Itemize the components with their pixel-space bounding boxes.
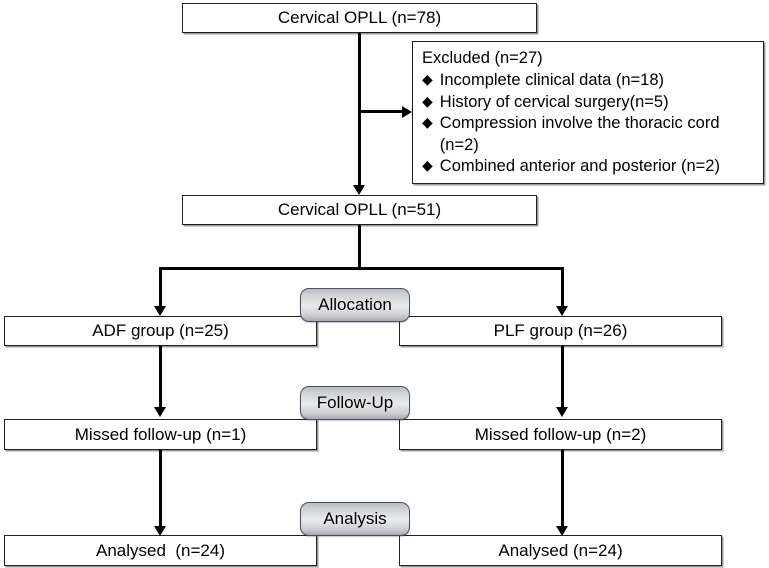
node-adf-missed-followup-label: Missed follow-up (n=1)	[74, 424, 247, 444]
arrow-to-excluded	[402, 106, 412, 118]
excluded-item-label: Combined anterior and posterior (n=2)	[439, 157, 720, 176]
connector-adf-to-missed	[159, 346, 162, 409]
diamond-bullet-icon: ◆	[422, 157, 433, 174]
node-eligible: Cervical OPLL (n=51)	[182, 195, 537, 225]
node-plf-analysed-label: Analysed (n=24)	[498, 540, 623, 560]
connector-to-excluded	[358, 110, 406, 113]
stage-badge-allocation: Allocation	[300, 288, 410, 322]
connector-split-left	[159, 267, 162, 311]
diamond-bullet-icon: ◆	[422, 92, 433, 109]
excluded-item-label: Compression involve the thoracic cord (n…	[439, 114, 720, 154]
connector-split-right	[561, 267, 564, 311]
excluded-item: ◆ History of cervical surgery(n=5)	[422, 92, 755, 113]
excluded-item: ◆ Compression involve the thoracic cord …	[422, 113, 755, 156]
node-adf-group-label: ADF group (n=25)	[92, 321, 229, 341]
stage-badge-allocation-label: Allocation	[318, 295, 392, 314]
node-adf-analysed-label: Analysed (n=24)	[96, 540, 225, 560]
excluded-title: Excluded (n=27)	[422, 49, 543, 67]
diamond-bullet-icon: ◆	[422, 114, 433, 131]
arrow-enrolled-to-eligible	[353, 185, 365, 195]
arrow-plf-to-analysed	[556, 526, 568, 536]
excluded-item: ◆ Incomplete clinical data (n=18)	[422, 70, 755, 91]
stage-badge-analysis-label: Analysis	[323, 509, 387, 528]
node-plf-missed-followup-label: Missed follow-up (n=2)	[474, 424, 647, 444]
diamond-bullet-icon: ◆	[422, 71, 433, 88]
node-enrolled-label: Cervical OPLL (n=78)	[277, 8, 442, 28]
excluded-item: ◆ Combined anterior and posterior (n=2)	[422, 156, 755, 177]
node-adf-analysed: Analysed (n=24)	[4, 535, 317, 566]
excluded-item-label: Incomplete clinical data (n=18)	[439, 71, 665, 90]
node-plf-missed-followup: Missed follow-up (n=2)	[399, 419, 722, 450]
stage-badge-followup-label: Follow-Up	[316, 393, 394, 412]
arrow-split-to-adf	[154, 306, 166, 316]
node-adf-group: ADF group (n=25)	[4, 316, 317, 346]
arrow-adf-to-missed	[154, 407, 166, 417]
node-adf-missed-followup: Missed follow-up (n=1)	[4, 419, 317, 450]
node-plf-analysed: Analysed (n=24)	[399, 535, 722, 566]
arrow-adf-to-analysed	[154, 526, 166, 536]
arrow-split-to-plf	[556, 306, 568, 316]
connector-eligible-trunk	[358, 225, 361, 270]
stage-badge-analysis: Analysis	[300, 502, 410, 536]
node-plf-group: PLF group (n=26)	[399, 316, 722, 346]
node-excluded: Excluded (n=27) ◆ Incomplete clinical da…	[412, 41, 764, 184]
connector-adf-to-analysed	[159, 450, 162, 529]
excluded-item-label: History of cervical surgery(n=5)	[439, 92, 669, 111]
connector-plf-to-analysed	[561, 450, 564, 529]
connector-plf-to-missed	[561, 346, 564, 409]
node-plf-group-label: PLF group (n=26)	[493, 321, 628, 341]
node-enrolled: Cervical OPLL (n=78)	[182, 3, 537, 33]
connector-allocation-split	[159, 267, 564, 270]
arrow-plf-to-missed	[556, 407, 568, 417]
node-eligible-label: Cervical OPLL (n=51)	[277, 200, 442, 220]
stage-badge-followup: Follow-Up	[300, 386, 410, 420]
